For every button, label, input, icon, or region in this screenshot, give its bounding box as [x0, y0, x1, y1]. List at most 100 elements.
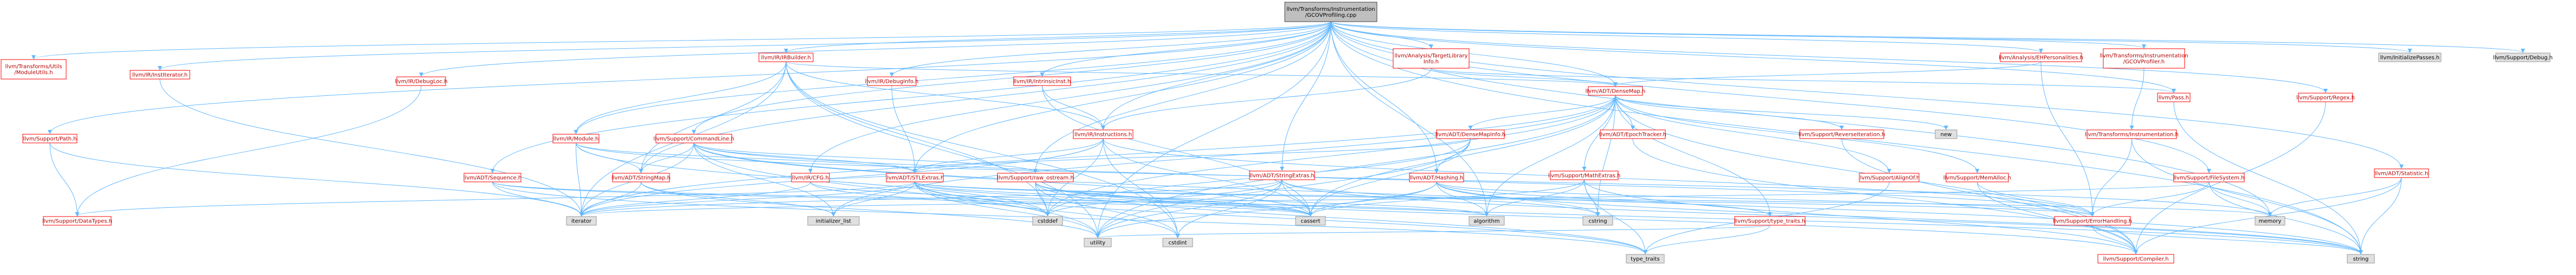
edge-commandline-to-stlextras [693, 142, 917, 173]
node-label-algorithm-0: algorithm [1473, 219, 1499, 225]
node-filesystem[interactable]: llvm/Support/FileSystem.h [2173, 173, 2245, 182]
node-compiler[interactable]: llvm/Support/Compiler.h [2097, 254, 2174, 264]
node-commandline[interactable]: llvm/Support/CommandLine.h [653, 134, 735, 143]
node-box-datatypes [43, 216, 112, 226]
node-stlextras[interactable]: llvm/ADT/STLExtras.h [886, 173, 944, 182]
edge-sequence-to-cassert [492, 181, 1313, 217]
node-label-stringextras-0: llvm/ADT/StringExtras.h [1250, 173, 1315, 179]
node-box-debug [2495, 53, 2551, 62]
node-datatypes[interactable]: llvm/Support/DataTypes.h [42, 216, 112, 226]
node-label-filesystem-0: llvm/Support/FileSystem.h [2173, 175, 2244, 181]
node-box-instructions [1073, 129, 1134, 139]
node-epochtracker[interactable]: llvm/ADT/EpochTracker.h [1599, 129, 1666, 139]
node-irmodule[interactable]: llvm/IR/Module.h [552, 134, 600, 143]
node-debug: llvm/Support/Debug.h [2493, 53, 2553, 62]
edge-root-to-utility [1096, 21, 1331, 238]
node-label-gcovprofiler-0: llvm/Transforms/Instrumentation [2100, 53, 2188, 59]
edge-mathextras-to-compiler [1584, 179, 2138, 254]
node-label-root-1: /GCOVProfiling.cpp [1305, 12, 1356, 18]
edge-root-to-path [48, 21, 1331, 134]
edge-densemap-to-densemapinfo [1468, 95, 1616, 130]
node-irbuilder[interactable]: llvm/IR/IRBuilder.h [758, 53, 814, 62]
edge-gcovprofiler-to-instrumentation [2129, 68, 2144, 130]
edge-instructions-to-cstdint [1103, 138, 1180, 238]
node-label-ehpersonalities-0: llvm/Analysis/EHPersonalities.h [1999, 55, 2083, 61]
node-label-stringmap-0: llvm/ADT/StringMap.h [611, 175, 671, 181]
edge-stlextras-to-cstddef [915, 181, 1050, 217]
node-debugloc[interactable]: llvm/IR/DebugLoc.h [395, 76, 448, 86]
edge-stringextras-to-cstdint [1175, 179, 1283, 238]
node-densemapinfo[interactable]: llvm/ADT/DenseMapInfo.h [1435, 129, 1506, 139]
edge-root-to-debuginfo [890, 21, 1331, 77]
node-path[interactable]: llvm/Support/Path.h [22, 134, 78, 143]
node-typetraits[interactable]: llvm/Support/type_traits.h [1734, 216, 1806, 226]
node-moduleutils[interactable]: llvm/Transforms/Utils/ModuleUtils.h [1, 59, 67, 80]
node-label-intrinsicinst-0: llvm/IR/IntrinsicInst.h [1014, 79, 1071, 85]
edge-cfg-to-iterator [579, 181, 811, 217]
node-instrumentation[interactable]: llvm/Transforms/Instrumentation.h [2085, 129, 2179, 139]
edge-commandline-to-stringmap [639, 142, 694, 173]
node-instructions[interactable]: llvm/IR/Instructions.h [1073, 129, 1134, 139]
node-errorhandling[interactable]: llvm/Support/ErrorHandling.h [2053, 216, 2132, 226]
node-regex[interactable]: llvm/Support/Regex.h [2296, 93, 2355, 102]
node-box-rawostream [997, 173, 1074, 182]
node-box-instrumentation [2086, 129, 2177, 139]
node-rawostream[interactable]: llvm/Support/raw_ostream.h [997, 173, 1074, 182]
node-new: new [1935, 129, 1957, 139]
node-box-commandline [655, 134, 732, 143]
node-alignof[interactable]: llvm/Support/AlignOf.h [1859, 173, 1920, 182]
edge-filesystem-to-iterator [579, 181, 2210, 217]
edge-stlextras-to-cassert [915, 181, 1313, 217]
node-hashing[interactable]: llvm/ADT/Hashing.h [1409, 173, 1464, 182]
edge-densemap-to-iterator [579, 95, 1616, 217]
node-box-cstdint [1162, 238, 1193, 247]
node-initializerlist: initializer_list [807, 216, 860, 226]
edge-commandline-to-initializerlist [693, 142, 836, 217]
edge-root-to-instructions [1101, 21, 1331, 130]
edge-densemapinfo-to-cassert [1308, 138, 1471, 217]
node-label-cstring-0: cstring [1588, 219, 1607, 225]
edge-reverseiteration-to-compiler [1841, 138, 2138, 254]
edge-stringextras-to-cstddef [1045, 179, 1283, 217]
edge-debuginfo-to-stlextras [891, 85, 917, 173]
node-reverseiteration[interactable]: llvm/Support/ReverseIteration.h [1799, 129, 1885, 139]
edge-irbuilder-to-cstddef [785, 61, 1050, 217]
node-label-root-0: llvm/Transforms/Instrumentation [1286, 6, 1375, 12]
edge-root-to-densemap [1330, 21, 1618, 87]
edge-stringmap-to-utility [641, 181, 1100, 238]
node-label-errorhandling-0: llvm/Support/ErrorHandling.h [2053, 219, 2132, 225]
node-intrinsicinst[interactable]: llvm/IR/IntrinsicInst.h [1013, 76, 1071, 86]
node-box-typetraits [1734, 216, 1806, 226]
node-memalloc[interactable]: llvm/Support/MemAlloc.h [1943, 173, 2012, 182]
edge-targetlibinfo-to-densemap [1431, 68, 1618, 87]
edge-stlextras-to-utility [915, 181, 1100, 238]
edge-mathextras-to-typetraitsstd [1584, 179, 1647, 254]
node-label-datatypes-0: llvm/Support/DataTypes.h [42, 219, 112, 225]
edge-root-to-regex [1330, 21, 2328, 93]
node-mathextras[interactable]: llvm/Support/MathExtras.h [1548, 171, 1621, 180]
node-cfg[interactable]: llvm/IR/CFG.h [791, 173, 830, 182]
node-iriterator[interactable]: llvm/IR/InstIterator.h [130, 70, 190, 80]
node-box-iterator [566, 216, 597, 226]
node-box-hashing [1409, 173, 1464, 182]
node-label-gcovprofiler-1: /GCOVProfiler.h [2123, 59, 2165, 65]
node-pass[interactable]: llvm/Pass.h [2157, 93, 2191, 102]
node-densemap[interactable]: llvm/ADT/DenseMap.h [1586, 86, 1646, 96]
edge-stringmap-to-iterator [579, 181, 641, 217]
edge-densemap-to-mathextras [1582, 95, 1616, 171]
node-sequence[interactable]: llvm/ADT/Sequence.h [463, 173, 521, 182]
node-box-moduleutils [1, 59, 67, 80]
edge-densemap-to-new [1615, 95, 1948, 130]
node-ehpersonalities[interactable]: llvm/Analysis/EHPersonalities.h [1999, 53, 2083, 62]
edge-sequence-to-iterator [492, 181, 584, 217]
node-stringmap[interactable]: llvm/ADT/StringMap.h [611, 173, 671, 182]
node-statistic[interactable]: llvm/ADT/Statistic.h [2374, 168, 2429, 178]
edge-root-to-debug [1330, 21, 2525, 53]
edge-cfg-to-cstddef [810, 181, 1050, 217]
node-stringextras[interactable]: llvm/ADT/StringExtras.h [1249, 171, 1315, 180]
node-gcovprofiler[interactable]: llvm/Transforms/Instrumentation/GCOVProf… [2100, 48, 2188, 69]
edge-irbuilder-to-instructions [785, 61, 1105, 130]
edge-stringextras-to-cstring [1281, 179, 1600, 217]
node-debuginfo[interactable]: llvm/IR/DebugInfo.h [865, 76, 919, 86]
